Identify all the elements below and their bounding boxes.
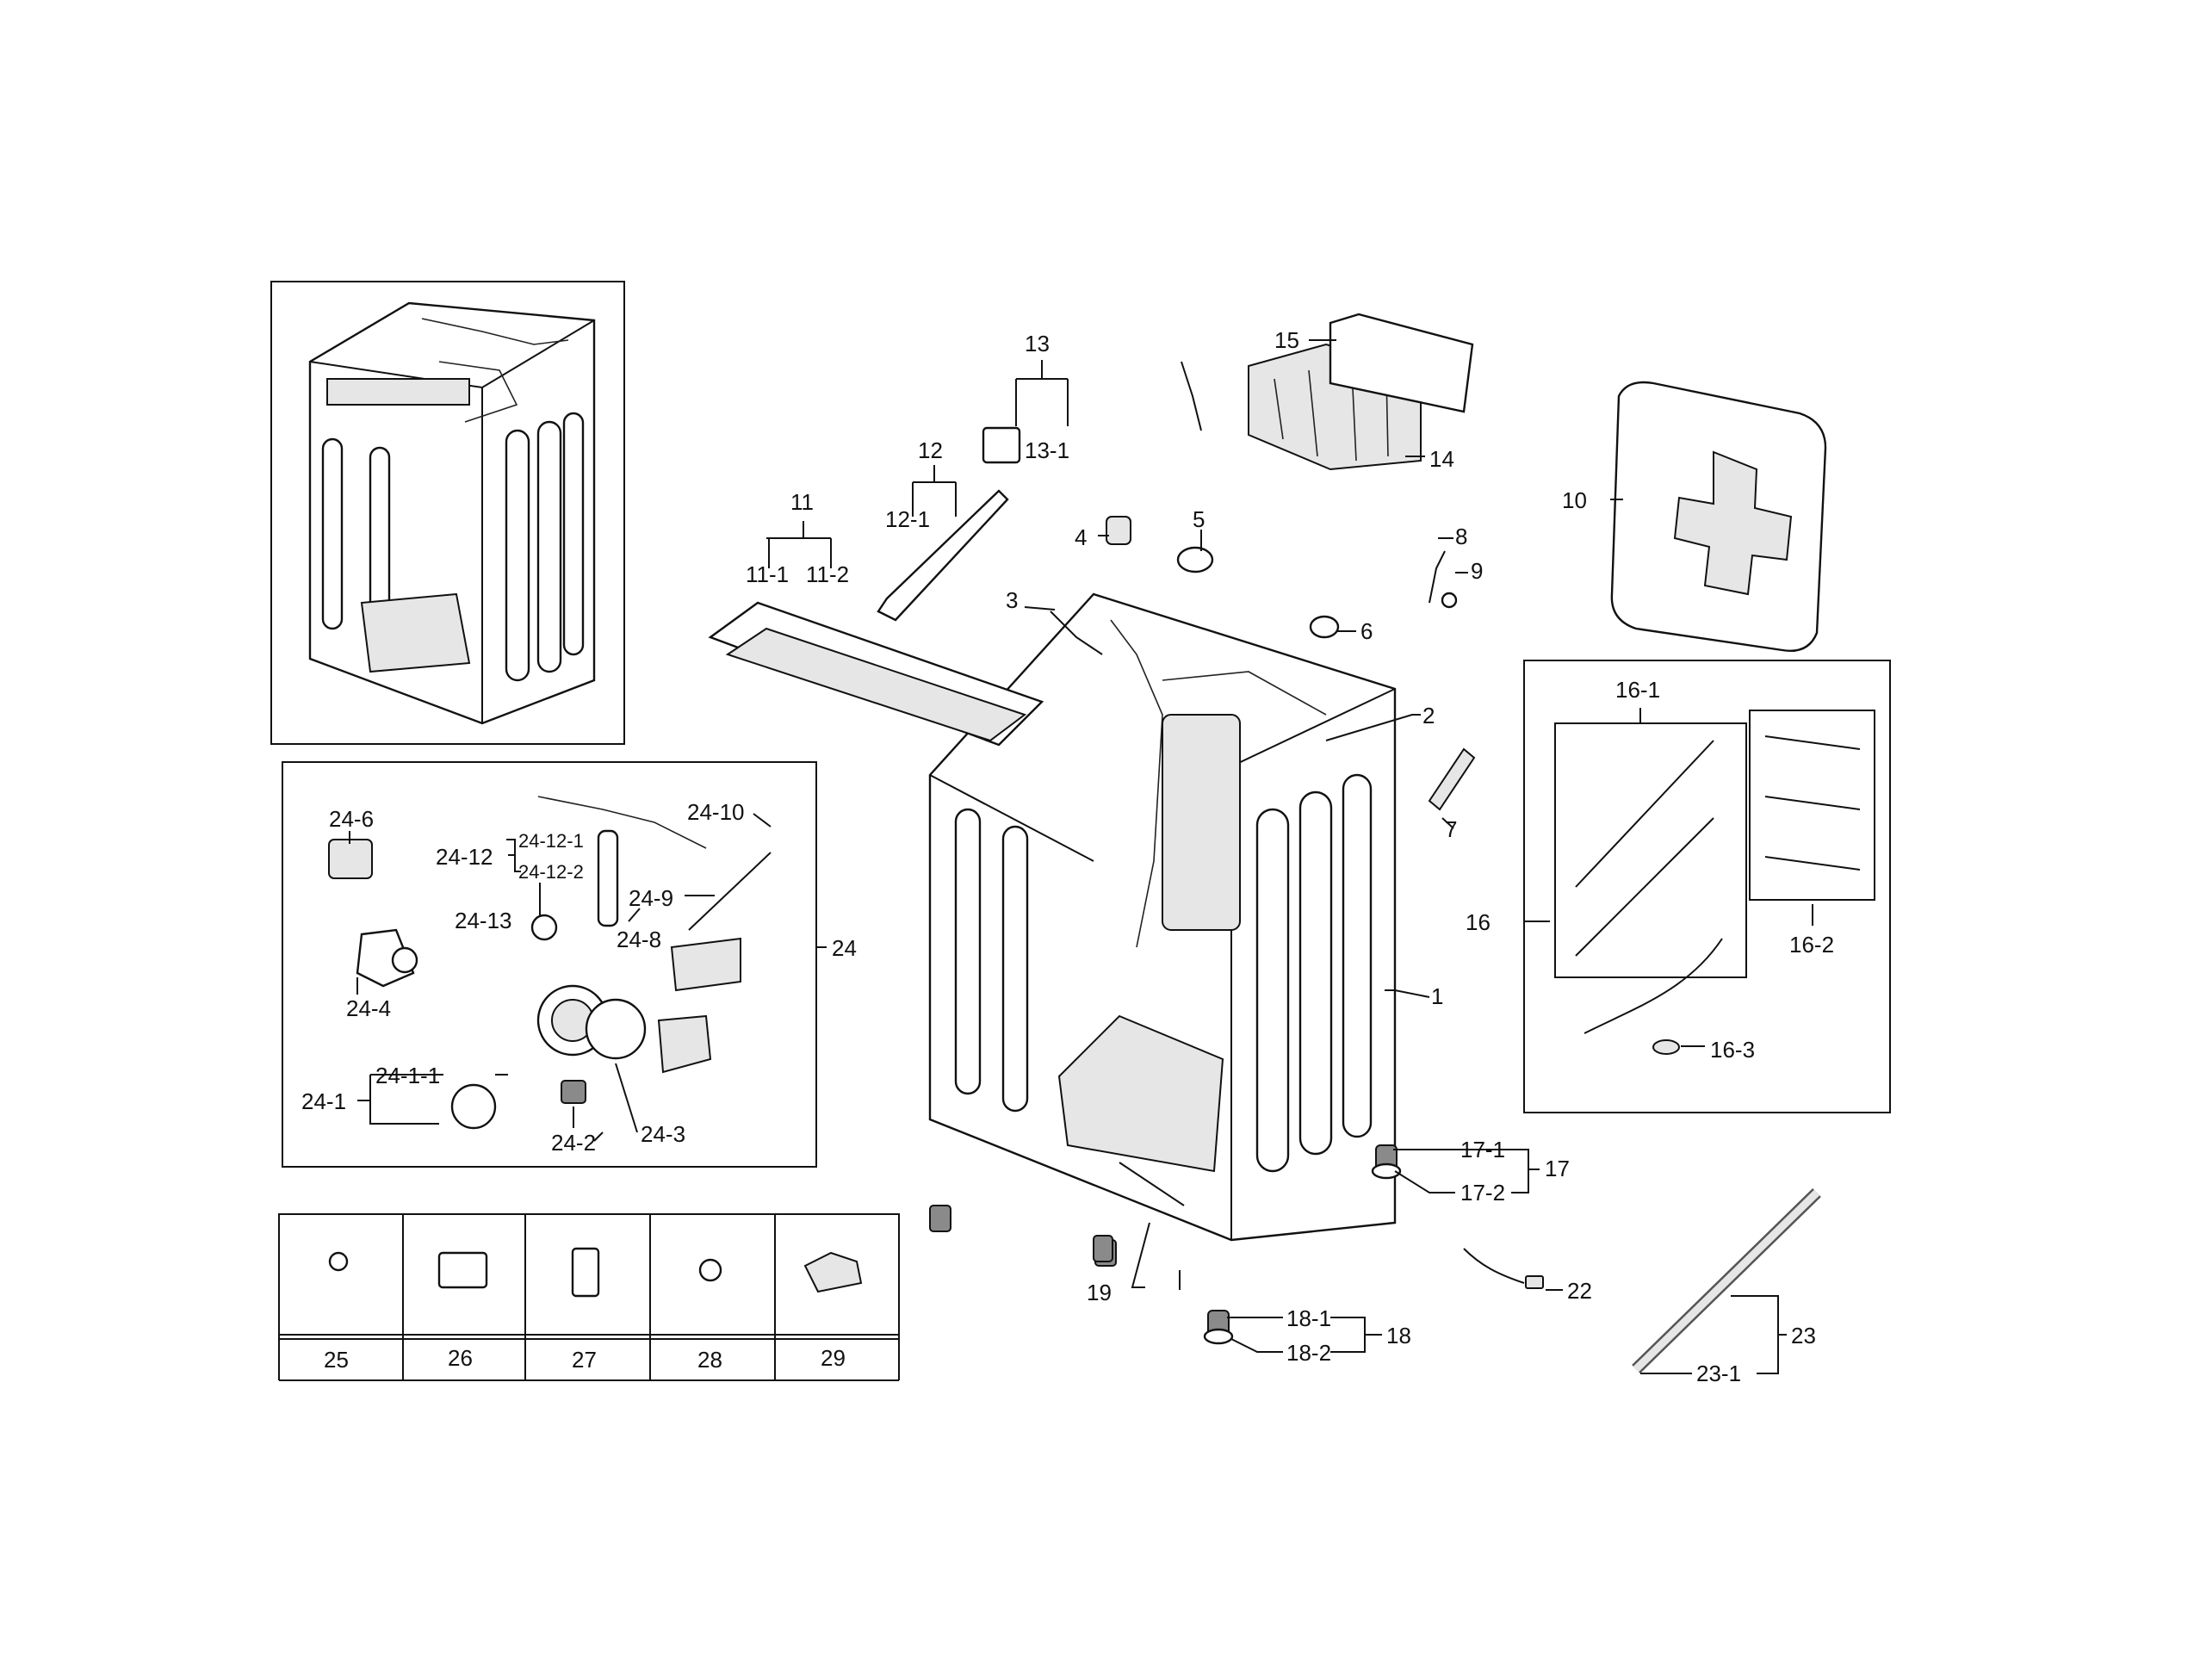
callout-16: 16 — [1466, 909, 1491, 935]
callout-5: 5 — [1193, 506, 1205, 532]
callout-23-1: 23-1 — [1696, 1361, 1741, 1386]
callout-13: 13 — [1025, 331, 1050, 356]
top-frame-parts — [708, 313, 1827, 811]
callout-24-1: 24-1 — [301, 1088, 346, 1114]
callout-24-2: 24-2 — [551, 1130, 596, 1156]
callout-18-2: 18-2 — [1286, 1340, 1331, 1366]
callout-13-1: 13-1 — [1025, 437, 1069, 463]
callout-2: 2 — [1422, 703, 1435, 728]
callout-11: 11 — [790, 489, 814, 515]
callout-8: 8 — [1455, 524, 1467, 549]
callout-24-13: 24-13 — [455, 908, 512, 933]
main-cabinet — [928, 592, 1397, 1267]
callout-12: 12 — [918, 437, 943, 463]
callout-7: 7 — [1445, 816, 1457, 842]
callout-28: 28 — [697, 1347, 722, 1373]
assembled-cabinet-inset — [270, 281, 625, 745]
callout-11-1: 11-1 — [746, 561, 789, 587]
callout-17-1: 17-1 — [1460, 1137, 1505, 1162]
callout-24-3: 24-3 — [641, 1121, 685, 1147]
callout-23: 23 — [1791, 1323, 1816, 1348]
callout-16-3: 16-3 — [1710, 1037, 1755, 1063]
misc-parts — [1093, 1144, 1821, 1374]
wire-harness-group — [1523, 660, 1891, 1113]
callout-26: 26 — [448, 1345, 473, 1371]
callout-24-12-1: 24-12-1 — [518, 830, 584, 852]
callout-24-4: 24-4 — [346, 995, 391, 1021]
callout-22: 22 — [1567, 1278, 1592, 1304]
callout-3: 3 — [1006, 587, 1018, 613]
callout-16-2: 16-2 — [1789, 932, 1834, 958]
callout-15: 15 — [1274, 327, 1299, 353]
callout-17-2: 17-2 — [1460, 1180, 1505, 1206]
callout-24-1-1: 24-1-1 — [375, 1063, 440, 1088]
callout-24-9: 24-9 — [629, 885, 673, 911]
callout-24-12: 24-12 — [436, 844, 493, 870]
callout-18: 18 — [1386, 1323, 1411, 1348]
callout-1: 1 — [1431, 983, 1443, 1009]
callout-25: 25 — [324, 1347, 349, 1373]
leader-lines — [349, 339, 1813, 1374]
callout-24-12-2: 24-12-2 — [518, 861, 584, 883]
callout-17: 17 — [1545, 1156, 1570, 1181]
callout-24: 24 — [832, 935, 857, 961]
callout-4: 4 — [1075, 524, 1087, 550]
callout-14: 14 — [1429, 446, 1454, 472]
callout-labels: 1 2 3 4 5 6 7 8 9 10 11 11-1 11-2 12 12-… — [301, 327, 1834, 1386]
callout-24-10: 24-10 — [687, 799, 745, 825]
callout-16-1: 16-1 — [1615, 677, 1660, 703]
callout-24-8: 24-8 — [617, 927, 661, 952]
callout-6: 6 — [1360, 618, 1373, 644]
callout-9: 9 — [1471, 558, 1483, 584]
callout-10: 10 — [1562, 487, 1587, 513]
clip-parts-table — [278, 1213, 900, 1381]
callout-29: 29 — [821, 1345, 846, 1371]
callout-19: 19 — [1087, 1280, 1112, 1305]
callout-18-1: 18-1 — [1286, 1305, 1331, 1331]
callout-12-1: 12-1 — [885, 506, 930, 532]
callout-27: 27 — [572, 1347, 597, 1373]
drain-pump-group — [282, 761, 817, 1168]
callout-24-6: 24-6 — [329, 806, 374, 832]
callout-11-2: 11-2 — [806, 561, 849, 587]
